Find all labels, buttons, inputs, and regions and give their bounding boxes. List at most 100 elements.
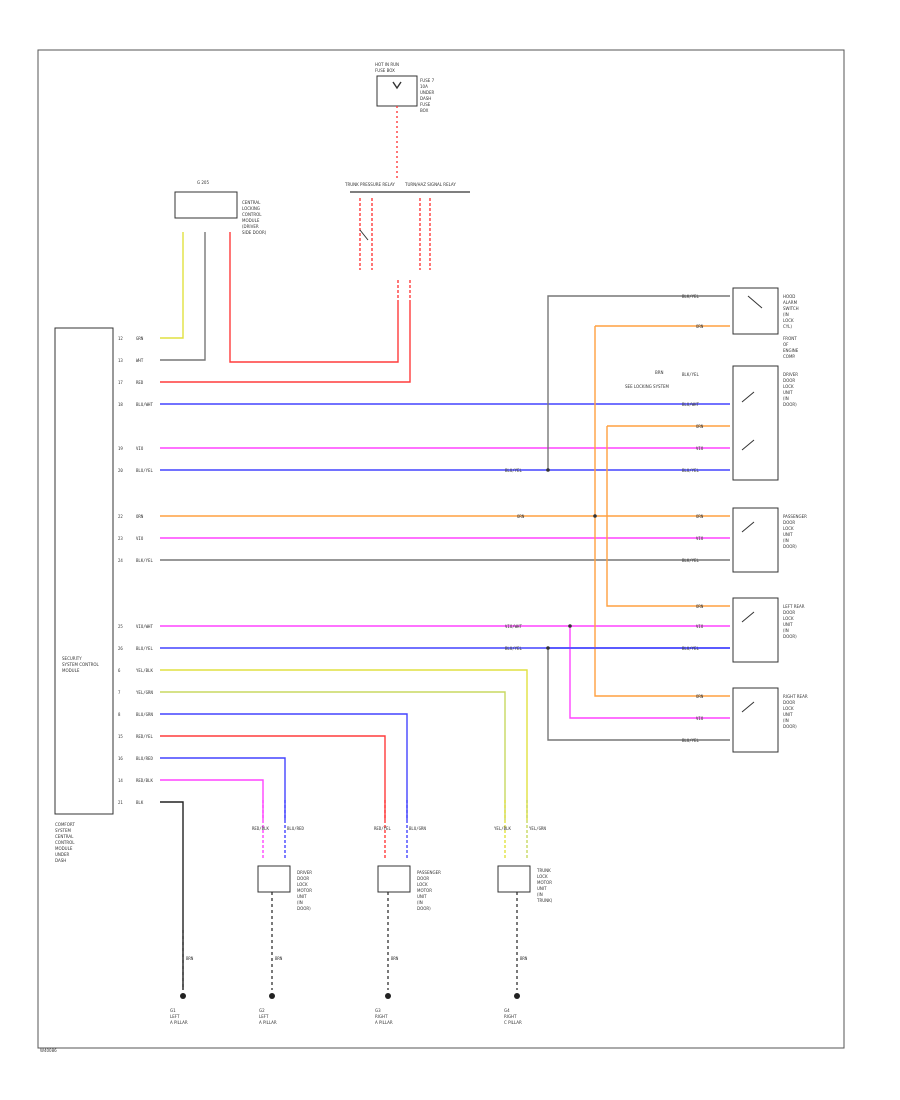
ground-1-label-1: LEFT — [170, 1014, 180, 1019]
grounds: G1 LEFT A PILLAR G2 LEFT A PILLAR G3 RIG… — [170, 993, 522, 1025]
hood-switch-label-7: FRONT — [783, 336, 797, 341]
pin-22-color: ORN — [136, 514, 144, 519]
pin-17-color: RED — [136, 380, 144, 385]
main-module-bottom-1: SYSTEM — [55, 828, 71, 833]
ground-3-label-2: A PILLAR — [375, 1020, 393, 1025]
driver-actuator-body — [257, 865, 291, 893]
hood-switch-label-4: LOCK — [783, 318, 794, 323]
passenger-actuator-label-4: UNIT — [417, 894, 427, 899]
fuse-box-note-0: FUSE 7 — [420, 78, 435, 83]
driver-actuator-label-0: DRIVER — [297, 870, 312, 875]
right-rear-switch-label-1: DOOR — [783, 700, 795, 705]
passenger-actuator-label-1: DOOR — [417, 876, 429, 881]
tag-r-6: BLU/YEL — [682, 468, 699, 473]
passenger-switch-label-5: DOOR) — [783, 544, 797, 549]
trunk-actuator-label-2: MOTOR — [537, 880, 552, 885]
cl-module-label-0: CENTRAL — [242, 200, 261, 205]
hood-switch-label-8: OF — [783, 342, 789, 347]
hood-switch-label-9: ENGINE — [783, 348, 799, 353]
cl-module-label-2: CONTROL — [242, 212, 262, 217]
pin-18: 18 — [118, 402, 123, 407]
ground-4-label-2: C PILLAR — [504, 1020, 522, 1025]
passenger-actuator-label-5: (IN — [417, 900, 423, 905]
central-locking-module: G 205 CENTRAL LOCKING CONTROL MODULE (DR… — [174, 180, 267, 235]
hood-switch-body — [732, 287, 779, 335]
fuse-box-note-5: BOX — [420, 108, 429, 113]
pin-23: 23 — [118, 536, 123, 541]
tag-v-5: YEL/GRN — [529, 826, 546, 831]
wire-blu-grn — [160, 713, 408, 820]
hood-switch-label-1: ALARM — [783, 300, 798, 305]
pin-18-color: BLU/WHT — [136, 402, 153, 407]
left-rear-switch-label-1: DOOR — [783, 610, 795, 615]
passenger-actuator-label-6: DOOR) — [417, 906, 431, 911]
driver-switch-note: BRN — [655, 370, 664, 375]
tag-v-9: BRN — [186, 956, 194, 961]
wire-red-blk — [160, 779, 264, 820]
pin-19: 19 — [118, 446, 123, 451]
fuse-box-note-2: UNDER — [420, 90, 435, 95]
trunk-actuator-label-5: TRUNK) — [536, 898, 553, 903]
pin-20-color: BLU/YEL — [136, 468, 153, 473]
pin-15-color: RED/YEL — [136, 734, 153, 739]
passenger-actuator-label-0: PASSENGER — [417, 870, 441, 875]
fuse-box-label: FUSE BOX — [375, 68, 395, 73]
tag-m-3: BLU/YEL — [505, 646, 522, 651]
right-wire-tags: BLK/YEL ORN BLK/YEL BLU/WHT ORN VIO BLU/… — [682, 294, 704, 743]
left-rear-switch-label-4: (IN — [783, 628, 789, 633]
bus-orn-2 — [594, 326, 730, 697]
ground-3-label-0: G3 — [375, 1008, 381, 1013]
left-rear-switch-label-3: UNIT — [783, 622, 793, 627]
left-rear-switch-label-0: LEFT REAR — [783, 604, 805, 609]
tag-r-9: BLK/YEL — [682, 558, 699, 563]
driver-actuator-label-2: LOCK — [297, 882, 308, 887]
tag-m-0: BLU/YEL — [505, 468, 522, 473]
main-module-side-1: SYSTEM CONTROL — [62, 662, 100, 667]
tag-r-5: VIO — [696, 446, 704, 451]
right-rear-switch-label-0: RIGHT REAR — [783, 694, 808, 699]
pin-25-color: VIO/WHT — [136, 624, 153, 629]
driver-actuator-label-4: UNIT — [297, 894, 307, 899]
fuse-box-note-4: FUSE — [420, 102, 431, 107]
ground-2-icon — [269, 993, 275, 999]
bottom-modules: RED/BLK BLU/RED DRIVER DOOR LOCK MOTOR U… — [182, 800, 553, 990]
passenger-switch-label-0: PASSENGER — [783, 514, 807, 519]
driver-actuator-label-3: MOTOR — [297, 888, 312, 893]
main-module-bottom-5: UNDER — [55, 852, 70, 857]
ground-2-label-1: LEFT — [259, 1014, 269, 1019]
fuse-box-note-3: DASH — [420, 96, 431, 101]
ground-1-icon — [180, 993, 186, 999]
driver-switch-label-4: (IN — [783, 396, 789, 401]
passenger-actuator-label-3: MOTOR — [417, 888, 432, 893]
tag-v-4: YEL/BLK — [494, 826, 511, 831]
tag-r-4: ORN — [696, 424, 704, 429]
cl-module-header: G 205 — [197, 180, 209, 185]
pin-8-color: BLU/GRN — [136, 712, 153, 717]
wire-red-yel — [160, 735, 386, 820]
tag-r-1: ORN — [696, 324, 704, 329]
pin-21: 21 — [118, 800, 123, 805]
tag-r-2: BLK/YEL — [682, 372, 699, 377]
pin-26-color: BLU/YEL — [136, 646, 153, 651]
ground-2-label-2: A PILLAR — [259, 1020, 277, 1025]
pin-8: 8 — [118, 712, 121, 717]
main-module-body — [54, 327, 114, 815]
cl-module-label-3: MODULE — [242, 218, 260, 223]
trunk-actuator-label-4: (IN — [537, 892, 543, 897]
tag-m-1: ORN — [517, 514, 525, 519]
pin-6-color: YEL/BLK — [136, 668, 153, 673]
main-module-bottom-3: CONTROL — [55, 840, 75, 845]
main-module-bottom-0: COMFORT — [55, 822, 75, 827]
pin-13: 13 — [118, 358, 123, 363]
tag-v-3: BLU/GRN — [409, 826, 426, 831]
fuse-box-header: HOT IN RUN — [375, 62, 399, 67]
pin-16-color: BLU/RED — [136, 756, 153, 761]
pin-24-color: BLK/YEL — [136, 558, 153, 563]
tag-r-10: ORN — [696, 604, 704, 609]
bus-vio-low — [569, 626, 730, 719]
pin-12: 12 — [118, 336, 123, 341]
cl-module-label-1: LOCKING — [242, 206, 260, 211]
pin-19-color: VIO — [136, 446, 144, 451]
pin-21-color: BLK — [136, 800, 144, 805]
